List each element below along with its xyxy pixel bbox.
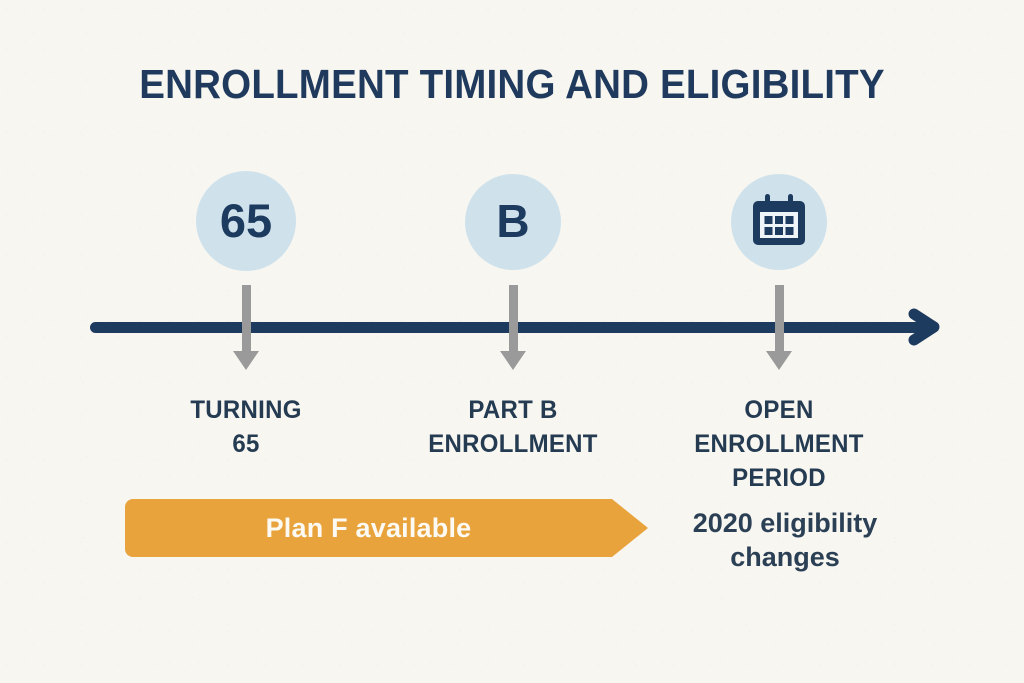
milestone-caption: TURNING 65 (190, 396, 302, 458)
milestone-marker-label: 65 (219, 193, 273, 247)
milestone-connector-arrow-icon (766, 351, 792, 370)
calendar-icon (751, 193, 807, 252)
milestone-caption: OPEN ENROLLMENT PERIOD (694, 396, 864, 492)
page-title: ENROLLMENT TIMING AND ELIGIBILITY (139, 61, 885, 107)
milestone-marker-bubble: B (465, 174, 561, 270)
milestone-marker-label: B (496, 195, 530, 247)
milestone-connector-arrow-icon (233, 351, 259, 370)
milestone-connector-line (508, 285, 518, 351)
milestone-connector-line (241, 285, 251, 351)
eligibility-changes-note: 2020 eligibility changes (692, 508, 878, 572)
banner-arrow-shape (125, 499, 648, 557)
plan-f-availability-banner[interactable]: Plan F available (125, 499, 648, 557)
timeline-arrow-icon (906, 306, 948, 348)
milestone-connector-arrow-icon (500, 351, 526, 370)
milestone-marker-bubble (731, 174, 827, 270)
milestone-caption: PART B ENROLLMENT (428, 396, 598, 458)
milestone-connector-line (774, 285, 784, 351)
banner-label: Plan F available (265, 512, 472, 543)
milestone-marker-bubble: 65 (196, 171, 296, 271)
